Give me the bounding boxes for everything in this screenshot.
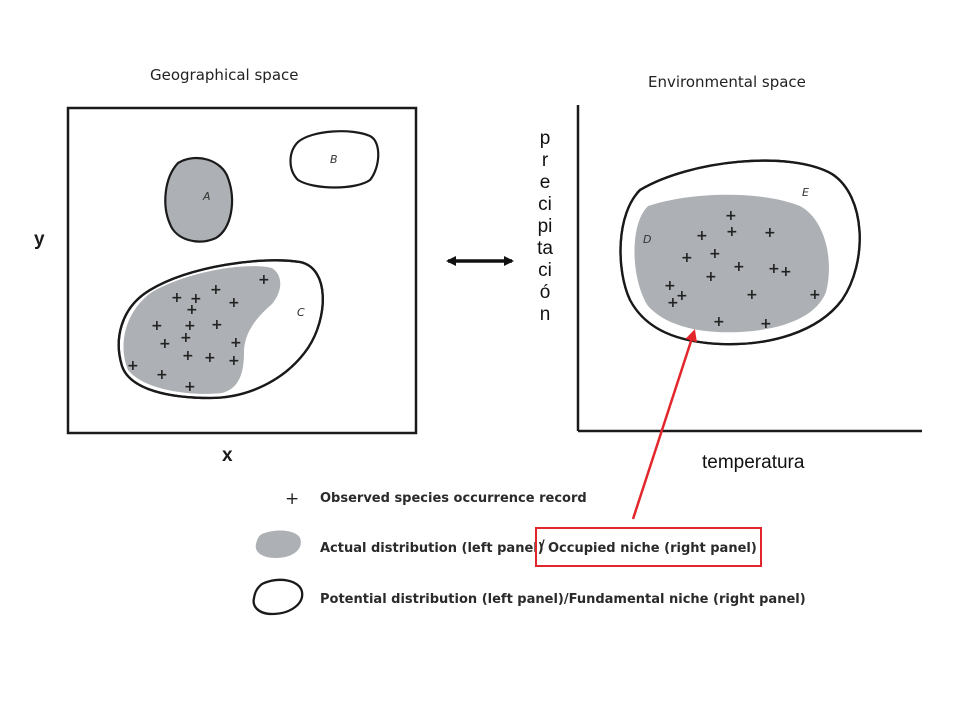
occurrence-marker: + [733, 259, 745, 275]
env-y-label-letter: ta [537, 238, 553, 259]
occurrence-marker: + [709, 246, 721, 262]
env-y-label-letter: r [542, 150, 549, 171]
occurrence-marker: + [780, 264, 792, 280]
legend-occurrence-text: Observed species occurrence record [320, 491, 587, 506]
env-y-label-letter: pi [538, 216, 553, 237]
geo-occurrences: + + + + + + + + + + + + + + + + + + [127, 272, 270, 395]
legend-occurrence-icon: + [285, 489, 299, 509]
geo-region-c-label: C [297, 306, 305, 319]
env-occupied-niche-d [634, 194, 829, 333]
occurrence-marker: + [127, 358, 139, 374]
occurrence-marker: + [746, 287, 758, 303]
geo-region-a [164, 156, 234, 243]
env-x-label: temperatura [702, 452, 805, 473]
geo-x-label: x [222, 445, 233, 466]
occurrence-marker: + [156, 367, 168, 383]
occurrence-marker: + [228, 353, 240, 369]
geo-y-label: y [34, 229, 45, 250]
occurrence-marker: + [211, 317, 223, 333]
occurrence-marker: + [151, 318, 163, 334]
occurrence-marker: + [809, 287, 821, 303]
occurrence-marker: + [210, 282, 222, 298]
geo-region-c-outline [117, 259, 324, 400]
occurrence-marker: + [760, 316, 772, 332]
env-fundamental-niche-outline [619, 159, 861, 346]
env-y-label: p r e ci pi ta ci ó n [537, 128, 553, 325]
occurrence-marker: + [768, 261, 780, 277]
geo-panel-title: Geographical space [150, 66, 298, 84]
occurrence-marker: + [696, 228, 708, 244]
legend-slash: / [539, 537, 545, 557]
geo-frame [66, 106, 418, 435]
occurrence-marker: + [186, 302, 198, 318]
occurrence-marker: + [180, 330, 192, 346]
occurrence-marker: + [681, 250, 693, 266]
env-region-d-label: D [643, 233, 651, 246]
occurrence-marker: + [230, 335, 242, 351]
legend: + Observed species occurrence record Act… [252, 489, 806, 616]
occurrence-marker: + [726, 224, 738, 240]
occurrence-marker: + [705, 269, 717, 285]
occurrence-marker: + [676, 288, 688, 304]
occurrence-marker: + [184, 318, 196, 334]
env-y-label-letter: ci [538, 260, 552, 281]
legend-potential-swatch [252, 578, 304, 616]
occurrence-marker: + [664, 278, 676, 294]
env-y-label-letter: ci [538, 194, 552, 215]
legend-potential-text: Potential distribution (left panel)/Fund… [320, 592, 806, 607]
occurrence-marker: + [764, 225, 776, 241]
geo-region-b-label: B [330, 153, 338, 166]
occurrence-marker: + [713, 314, 725, 330]
geo-region-a-label: A [202, 190, 211, 203]
occurrence-marker: + [182, 348, 194, 364]
env-y-label-letter: e [540, 172, 551, 193]
env-panel-title: Environmental space [648, 73, 806, 91]
legend-actual-swatch [255, 530, 301, 558]
occurrence-marker: + [159, 336, 171, 352]
occurrence-marker: + [228, 295, 240, 311]
occurrence-marker: + [190, 291, 202, 307]
red-pointer-arrow-icon [631, 329, 697, 520]
occurrence-marker: + [171, 290, 183, 306]
env-occurrences: + + + + + + + + + + + + + + + + + [664, 208, 821, 332]
env-y-label-letter: ó [540, 282, 551, 303]
occurrence-marker: + [204, 350, 216, 366]
env-panel: Environmental space p r e ci pi ta ci ó … [537, 73, 922, 473]
env-y-label-letter: p [540, 128, 551, 149]
geo-actual-distribution [123, 266, 281, 394]
legend-occupied-text: Occupied niche (right panel) [548, 541, 757, 556]
occurrence-marker: + [667, 295, 679, 311]
occupied-niche-highlight-box [535, 527, 762, 567]
env-region-e-label: E [802, 186, 809, 199]
geo-panel: Geographical space y x A B C + + + + + +… [34, 66, 418, 466]
occurrence-marker: + [258, 272, 270, 288]
occurrence-marker: + [184, 379, 196, 395]
occurrence-marker: + [725, 208, 737, 224]
geo-region-b [289, 130, 380, 189]
legend-actual-text: Actual distribution (left panel) [320, 541, 544, 556]
env-y-label-letter: n [540, 304, 551, 325]
